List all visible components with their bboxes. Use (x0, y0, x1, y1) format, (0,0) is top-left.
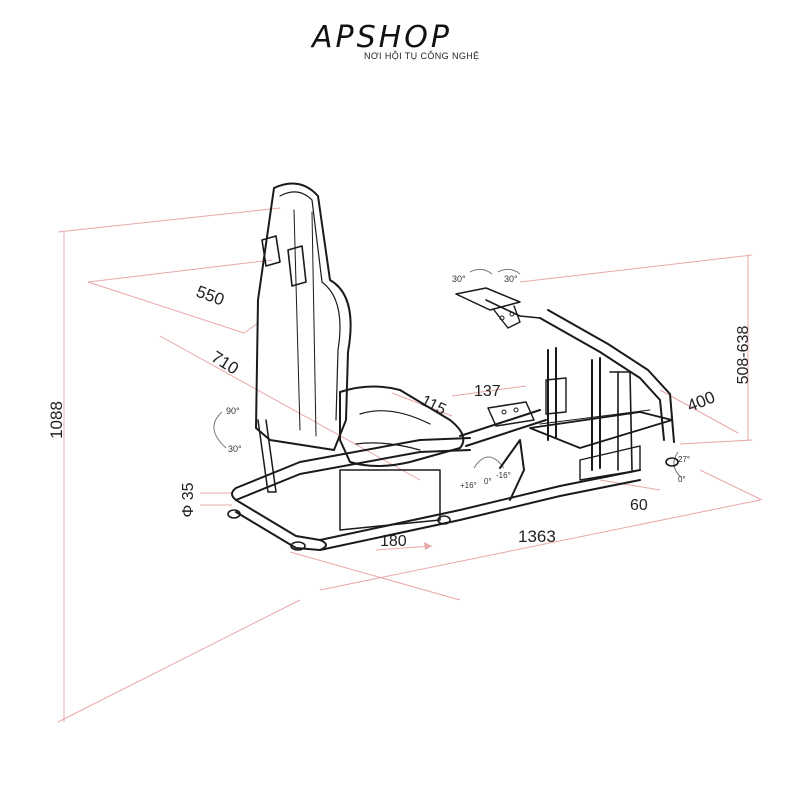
dim-label-height: 1088 (47, 401, 66, 439)
dim-label-base-offset: 180 (380, 533, 407, 550)
angle-seat-up: 90° (226, 406, 240, 416)
harness-slot-left (261, 235, 281, 267)
wheel-mount-plate (455, 287, 521, 311)
base-rail-lower (235, 499, 321, 541)
brand-header: APSHOP NƠI HỘI TỤ CÔNG NGHỆ (0, 0, 800, 70)
base-offset-dim-line (375, 545, 433, 551)
dim-label-wheel-deck: 400 (684, 387, 717, 415)
angle-pedal-plus: +16° (460, 481, 477, 490)
total-length-dim-line (319, 499, 761, 591)
angle-pedal-minus: -16° (496, 471, 511, 480)
angle-deck-tilt: 27° (678, 455, 690, 464)
harness-slot-right (287, 245, 307, 287)
angle-deck-zero: 0° (678, 475, 686, 484)
dimension-lines: 1088 550 710 115 137 508-638 400 Φ 35 18… (47, 207, 763, 723)
cockpit-frame (227, 182, 679, 551)
wheel-upper-rail (539, 317, 665, 441)
brand-logo: APSHOP (312, 20, 452, 55)
seat-diagonal-dim-line (159, 335, 421, 481)
dim-label-pedal-width: 137 (474, 383, 501, 400)
seat-cushion (339, 385, 465, 467)
angle-wheel-left: 30° (452, 274, 466, 284)
foot-2 (290, 541, 306, 551)
seat-base-box (339, 469, 441, 531)
brand-tagline: NƠI HỘI TỤ CÔNG NGHỆ (364, 51, 480, 61)
angle-indicators: 30° 30° 90° 30° +16° 0° -16° 27° 0° (213, 268, 690, 490)
dim-label-wheel-height: 508-638 (735, 326, 752, 385)
pedal-offset-dim-line (391, 392, 453, 417)
pedal-tilt-arrow (473, 456, 505, 469)
dim-label-deck-offset: 60 (630, 497, 648, 514)
dim-label-tube-diameter: Φ 35 (180, 482, 197, 517)
dim-label-seat-diagonal: 710 (208, 347, 242, 378)
pedal-width-dim-line (451, 385, 527, 397)
dim-label-total-length: 1363 (518, 527, 556, 546)
pedal-bar (459, 409, 541, 437)
base-rail-upper (235, 437, 471, 489)
foot-4 (665, 457, 679, 467)
wheel-deck-dim-line (659, 389, 739, 434)
deck-offset-dim-line (599, 479, 661, 491)
foot-1 (227, 509, 241, 519)
pedal-plate (487, 401, 535, 427)
base-long-rail (319, 469, 641, 541)
angle-wheel-right: 30° (504, 274, 518, 284)
seat-recline-arrow (213, 411, 227, 449)
angle-pedal-zero: 0° (484, 477, 492, 486)
dim-label-seat-depth: 550 (194, 282, 227, 310)
angle-seat-down: 30° (228, 444, 242, 454)
seat-back (255, 182, 352, 451)
seat-depth-dim-line (87, 281, 245, 334)
dim-label-pedal-offset: 115 (418, 392, 448, 419)
